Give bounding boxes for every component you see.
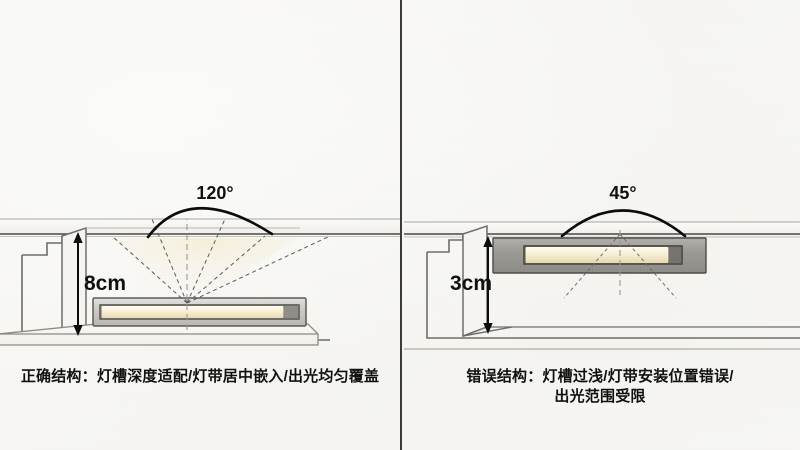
beam-rays-right — [563, 233, 677, 299]
led-strip-left — [101, 306, 284, 318]
fixture-endcap-left — [284, 306, 298, 318]
depth-label-left: 8cm — [84, 272, 126, 295]
caption-wrong: 错误结构：灯槽过浅/灯带安装位置错误/ 出光范围受限 — [466, 368, 734, 405]
beam-angle-arc-left — [146, 206, 274, 239]
panel-wrong: 45° 3cm — [404, 183, 800, 350]
light-spill-left — [112, 238, 300, 307]
depth-label-right: 3cm — [450, 272, 492, 295]
ceiling-slab-right — [404, 221, 800, 238]
panel-correct: 120° 8cm — [0, 183, 400, 346]
caption-correct: 正确结构：灯槽深度适配/灯带居中嵌入/出光均匀覆盖 — [20, 368, 380, 385]
ceiling-slab-left — [0, 218, 400, 237]
led-fixture-right — [492, 237, 707, 274]
beam-angle-label-right: 45° — [609, 183, 636, 203]
beam-angle-label-left: 120° — [196, 183, 233, 203]
cove-base-shelf-left — [0, 323, 319, 346]
beam-angle-arc-right — [560, 209, 687, 238]
led-fixture-left — [92, 297, 307, 327]
depth-dimension-left — [73, 232, 83, 336]
beam-rays-left — [111, 218, 331, 304]
depth-dimension-right — [483, 236, 493, 334]
fixture-endcap-right — [669, 247, 681, 263]
led-strip-right — [525, 247, 669, 263]
cove-recess-right — [404, 224, 800, 350]
